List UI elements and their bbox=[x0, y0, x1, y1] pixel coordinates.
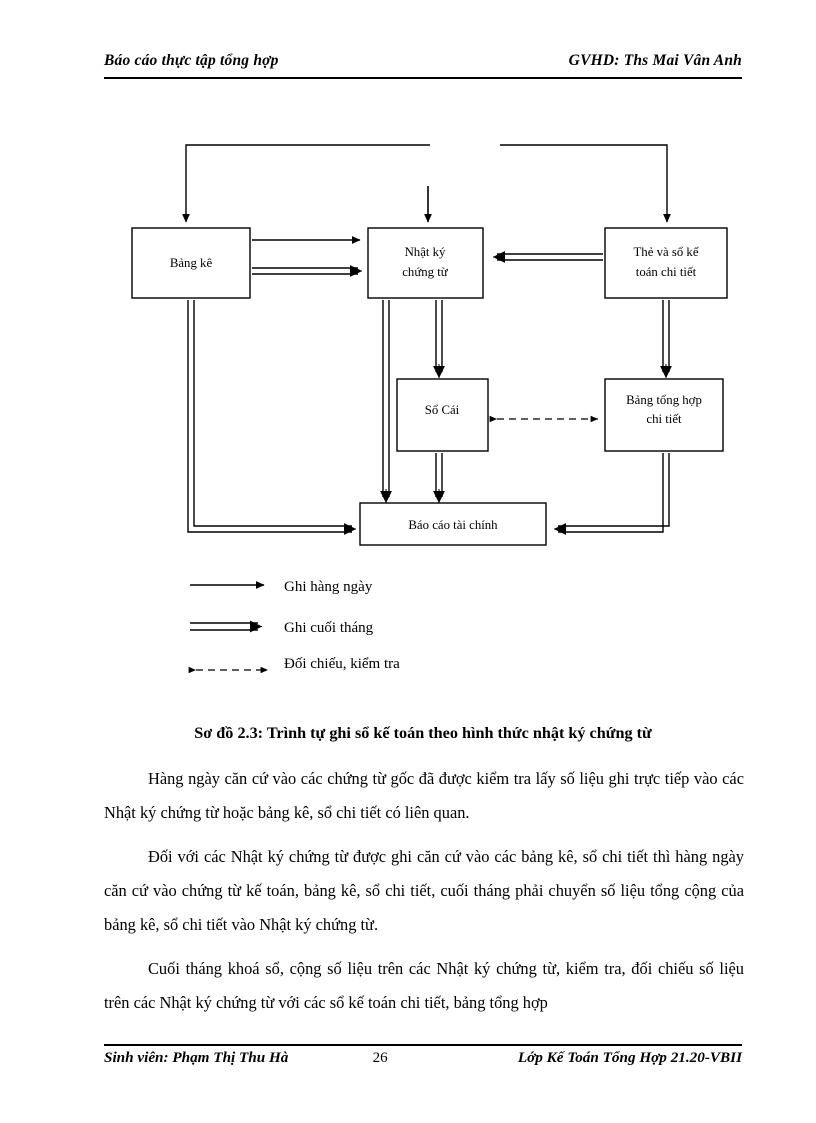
connector-top-left bbox=[182, 144, 430, 223]
header-right-text: GVHD: Ths Mai Vân Anh bbox=[568, 52, 742, 69]
page-number: 26 bbox=[372, 1050, 388, 1066]
legend-label-monthly: Ghi cuối tháng bbox=[284, 620, 374, 636]
flowchart-diagram: Bảng kê Nhật ký chứng từ Thẻ và sổ kế to… bbox=[131, 144, 728, 674]
footer-left-text: Sinh viên: Phạm Thị Thu Hà bbox=[104, 1049, 289, 1066]
header-divider bbox=[104, 77, 742, 79]
connector-bangtonghop-to-baocao-a bbox=[558, 453, 664, 533]
header-left-text: Báo cáo thực tập tổng hợp bbox=[104, 52, 279, 69]
box-the-va-so-label-line2: toán chi tiết bbox=[636, 265, 697, 279]
connector-bangke-to-baocao-b bbox=[193, 300, 352, 527]
box-the-va-so-ke-toan-chi-tiet bbox=[604, 227, 728, 299]
box-nhat-ky-chung-tu-label-line2: chứng từ bbox=[402, 265, 449, 279]
footer-right-text: Lớp Kế Toán Tổng Hợp 21.20-VBII bbox=[517, 1049, 742, 1066]
box-the-va-so-label-line1: Thẻ và sổ kế bbox=[633, 245, 698, 259]
box-bang-tong-hop-chi-tiet bbox=[604, 378, 724, 452]
box-bang-tong-hop-label-line1: Bảng tổng hợp bbox=[626, 393, 702, 407]
footer-divider bbox=[104, 1044, 742, 1046]
box-nhat-ky-chung-tu-label-line1: Nhật ký bbox=[405, 245, 446, 259]
paragraph-1: Hàng ngày căn cứ vào các chứng từ gốc đã… bbox=[104, 769, 744, 822]
connector-bangke-to-baocao-a bbox=[187, 300, 352, 533]
connector-bangtonghop-to-baocao-b bbox=[558, 453, 670, 527]
body-text: Hàng ngày căn cứ vào các chứng từ gốc đã… bbox=[104, 762, 744, 1020]
box-nhat-ky-chung-tu bbox=[367, 227, 484, 299]
box-bang-ke bbox=[131, 227, 251, 299]
box-bao-cao-tai-chinh-label: Báo cáo tài chính bbox=[408, 518, 498, 532]
figure-caption: Sơ đồ 2.3: Trình tự ghi sổ kế toán theo … bbox=[194, 724, 652, 742]
legend-label-daily: Ghi hàng ngày bbox=[284, 579, 373, 595]
running-footer: Sinh viên: Phạm Thị Thu Hà 26 Lớp Kế Toá… bbox=[104, 1049, 742, 1067]
box-bang-ke-label: Bảng kê bbox=[170, 256, 213, 270]
legend-label-check: Đối chiếu, kiểm tra bbox=[284, 656, 400, 672]
box-bang-tong-hop-label-line2: chi tiết bbox=[646, 412, 682, 426]
box-so-cai-label: Sổ Cái bbox=[425, 403, 460, 417]
paragraph-2: Đối với các Nhật ký chứng từ được ghi că… bbox=[104, 847, 744, 934]
box-bao-cao-tai-chinh bbox=[359, 502, 547, 546]
paragraph-3: Cuối tháng khoá sổ, cộng số liệu trên cá… bbox=[104, 959, 744, 1012]
running-header: Báo cáo thực tập tổng hợp GVHD: Ths Mai … bbox=[104, 52, 742, 70]
connector-top-right bbox=[500, 144, 671, 223]
box-so-cai bbox=[396, 378, 489, 452]
